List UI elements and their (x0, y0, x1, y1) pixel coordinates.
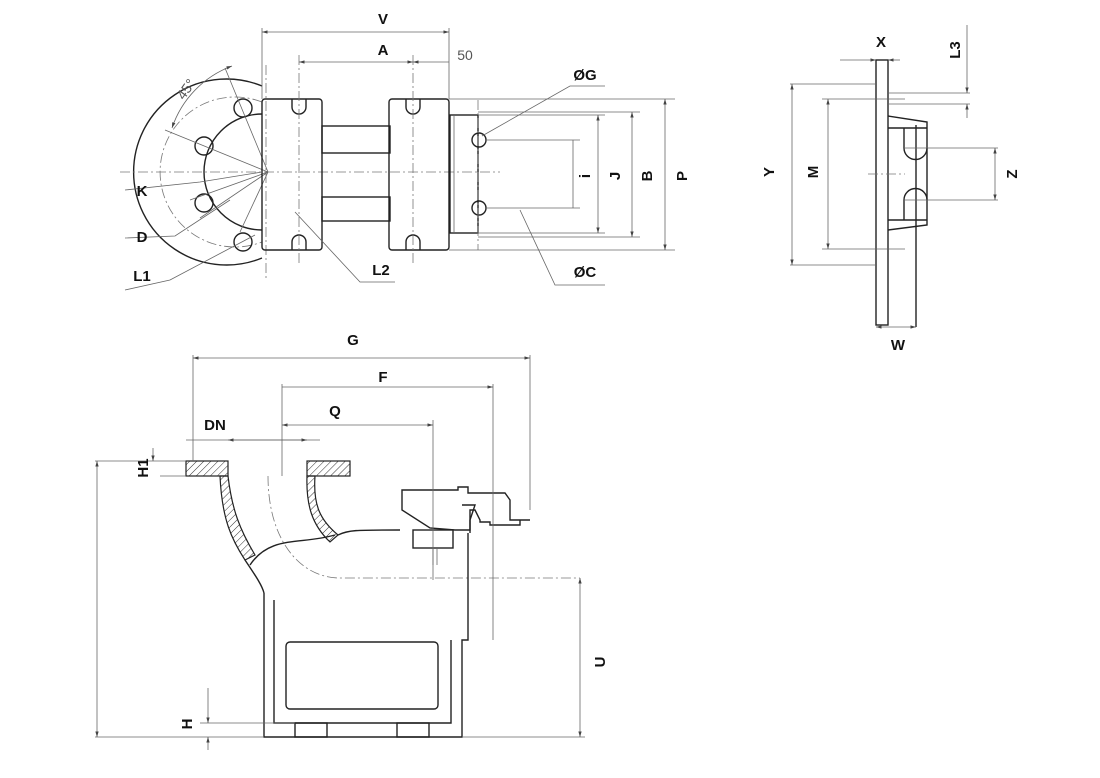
round-flange (120, 65, 500, 280)
dim-label-x: X (876, 34, 886, 51)
dim-label-u: U (592, 657, 609, 668)
dim-label-p: P (674, 171, 691, 181)
dim-label-c-diameter: ØC (574, 264, 597, 281)
dim-label-q: Q (329, 403, 341, 420)
bolt-hole (233, 98, 253, 118)
dim-label-l3: L3 (947, 41, 964, 59)
bolt-hole (194, 136, 214, 156)
dim-label-h1: H1 (135, 458, 152, 477)
dim-label-i: i (577, 174, 594, 178)
top-dimensions (124, 28, 675, 291)
dim-label-l1: L1 (133, 268, 151, 285)
bolt-hole (233, 232, 253, 252)
dim-label-d: D (137, 229, 148, 246)
dim-label-f: F (378, 369, 387, 386)
dim-label-l2: L2 (372, 262, 390, 279)
dim-label-b: B (639, 170, 656, 181)
top-view: V A 50 45° ØG ØC K D L1 L2 i J B P (120, 11, 691, 291)
dim-label-w: W (891, 337, 906, 354)
dim-label-k: K (137, 183, 148, 200)
dim-label-a: A (378, 42, 389, 59)
dim-label-h: H (179, 719, 196, 730)
valve-body (261, 55, 487, 265)
dim-label-dn: DN (204, 417, 226, 434)
dim-label-y: Y (761, 167, 778, 177)
side-view: X L3 Y M Z W (761, 25, 1021, 354)
dim-label-g-diameter: ØG (573, 67, 596, 84)
front-dimensions (95, 355, 585, 750)
mounting-hole (471, 200, 487, 216)
dim-label-v: V (378, 11, 388, 28)
dim-label-g: G (347, 332, 359, 349)
dim-label-50: 50 (457, 47, 473, 63)
angle-label: 45° (173, 76, 198, 103)
bolt-hole (194, 193, 214, 213)
dim-label-j: J (607, 172, 624, 180)
dim-label-m: M (805, 166, 822, 179)
front-view: G F Q DN H1 H U (95, 332, 609, 750)
dim-label-z: Z (1004, 169, 1021, 178)
